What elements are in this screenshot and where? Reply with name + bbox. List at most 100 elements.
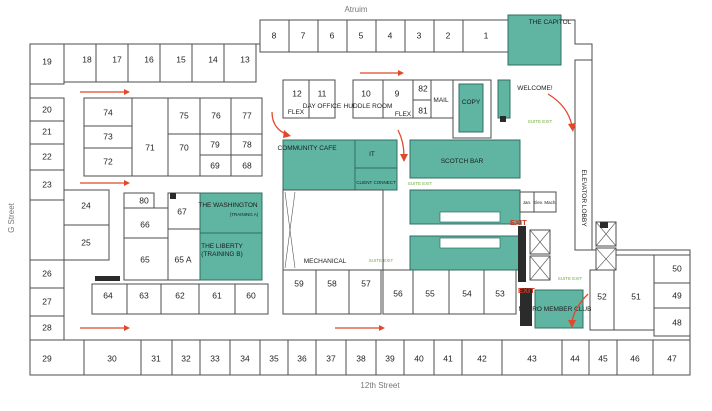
room-19[interactable] xyxy=(29,43,65,85)
room-48[interactable] xyxy=(653,307,691,337)
room-49[interactable] xyxy=(653,282,691,309)
room-9[interactable] xyxy=(382,79,414,119)
room-13[interactable] xyxy=(223,43,257,83)
room-26[interactable] xyxy=(29,259,65,289)
room-15[interactable] xyxy=(159,43,193,83)
room-3[interactable] xyxy=(404,19,435,53)
room-capitol[interactable] xyxy=(507,14,562,66)
label-72: 72 xyxy=(103,156,113,166)
label-66: 66 xyxy=(140,219,150,229)
room-23[interactable] xyxy=(29,169,65,201)
room-55[interactable] xyxy=(412,269,450,315)
room-elev-mach[interactable] xyxy=(533,191,557,213)
room-47[interactable] xyxy=(652,339,691,376)
room-75[interactable] xyxy=(167,97,201,135)
room-17[interactable] xyxy=(95,43,129,83)
room-50[interactable] xyxy=(653,254,691,284)
copy-counter xyxy=(497,79,511,119)
room-41[interactable] xyxy=(433,339,463,376)
room-58[interactable] xyxy=(315,269,350,315)
street-left: G Street xyxy=(7,202,16,233)
room-74[interactable] xyxy=(83,97,133,127)
label-12: 12 xyxy=(292,88,302,98)
room-53[interactable] xyxy=(483,269,517,315)
label-washington: THE WASHINGTON xyxy=(198,202,258,209)
room-30[interactable] xyxy=(83,339,142,376)
label-training-a: (TRAINING A) xyxy=(230,212,259,217)
room-metro-member-club[interactable] xyxy=(534,289,584,329)
label-45: 45 xyxy=(598,353,608,363)
room-12[interactable] xyxy=(282,79,310,119)
room-37[interactable] xyxy=(315,339,347,376)
room-68[interactable] xyxy=(230,154,263,177)
room-4[interactable] xyxy=(375,19,406,53)
label-51: 51 xyxy=(631,291,641,301)
room-washington[interactable] xyxy=(199,192,263,234)
room-29[interactable] xyxy=(29,339,85,376)
room-32[interactable] xyxy=(171,339,201,376)
room-mechanical[interactable] xyxy=(282,189,384,271)
label-69: 69 xyxy=(210,160,220,170)
label-metro: METRO MEMBER CLUB xyxy=(519,306,592,313)
room-52[interactable] xyxy=(589,269,615,331)
room-22[interactable] xyxy=(29,143,65,171)
corridor-north xyxy=(64,82,259,94)
room-42[interactable] xyxy=(461,339,503,376)
label-13: 13 xyxy=(240,54,250,64)
label-80: 80 xyxy=(139,195,149,205)
room-11[interactable] xyxy=(308,79,336,119)
arrow-8 xyxy=(547,93,573,127)
room-51[interactable] xyxy=(613,254,655,331)
room-1[interactable] xyxy=(462,19,509,53)
room-43[interactable] xyxy=(501,339,563,376)
room-liberty[interactable] xyxy=(199,232,263,281)
room-45[interactable] xyxy=(588,339,618,376)
label-6: 6 xyxy=(330,30,335,40)
label-54: 54 xyxy=(462,288,472,298)
room-54[interactable] xyxy=(448,269,485,315)
room-60[interactable] xyxy=(234,283,269,315)
room-copy[interactable] xyxy=(458,83,484,133)
room-16[interactable] xyxy=(127,43,161,83)
room-64[interactable] xyxy=(91,283,128,315)
room-65[interactable] xyxy=(123,237,169,281)
room-25[interactable] xyxy=(63,224,110,261)
room-it[interactable] xyxy=(354,139,398,169)
label-59: 59 xyxy=(294,278,304,288)
room-10[interactable] xyxy=(352,79,384,119)
room-39[interactable] xyxy=(375,339,405,376)
evacuation-arrows xyxy=(80,70,589,331)
suite-exit-2: SUITE EXIT xyxy=(408,181,433,186)
label-20: 20 xyxy=(42,104,52,114)
room-5[interactable] xyxy=(346,19,377,53)
room-31[interactable] xyxy=(140,339,173,376)
room-14[interactable] xyxy=(191,43,225,83)
label-mechanical: MECHANICAL xyxy=(304,258,347,265)
room-35[interactable] xyxy=(259,339,289,376)
room-scotch-bar[interactable] xyxy=(409,139,521,179)
room-36[interactable] xyxy=(287,339,317,376)
room-7[interactable] xyxy=(288,19,319,53)
room-28[interactable] xyxy=(29,315,65,341)
room-community-cafe[interactable] xyxy=(282,139,356,191)
room-72[interactable] xyxy=(83,147,133,177)
room-66[interactable] xyxy=(123,207,169,239)
room-8[interactable] xyxy=(259,19,290,53)
elevator-3-x2 xyxy=(595,221,617,247)
room-57[interactable] xyxy=(348,269,382,315)
room-client-connect[interactable] xyxy=(354,167,398,191)
label-48: 48 xyxy=(672,317,682,327)
room-61[interactable] xyxy=(198,283,236,315)
stair-metro xyxy=(520,288,532,326)
room-62[interactable] xyxy=(160,283,200,315)
room-2[interactable] xyxy=(433,19,464,53)
room-71[interactable] xyxy=(131,97,169,177)
label-75: 75 xyxy=(179,110,189,120)
room-34[interactable] xyxy=(229,339,261,376)
label-it: IT xyxy=(369,151,375,158)
room-59[interactable] xyxy=(282,269,317,315)
label-18: 18 xyxy=(82,54,92,64)
room-18[interactable] xyxy=(63,43,97,83)
column-copy xyxy=(500,116,506,122)
label-81: 81 xyxy=(418,105,428,115)
